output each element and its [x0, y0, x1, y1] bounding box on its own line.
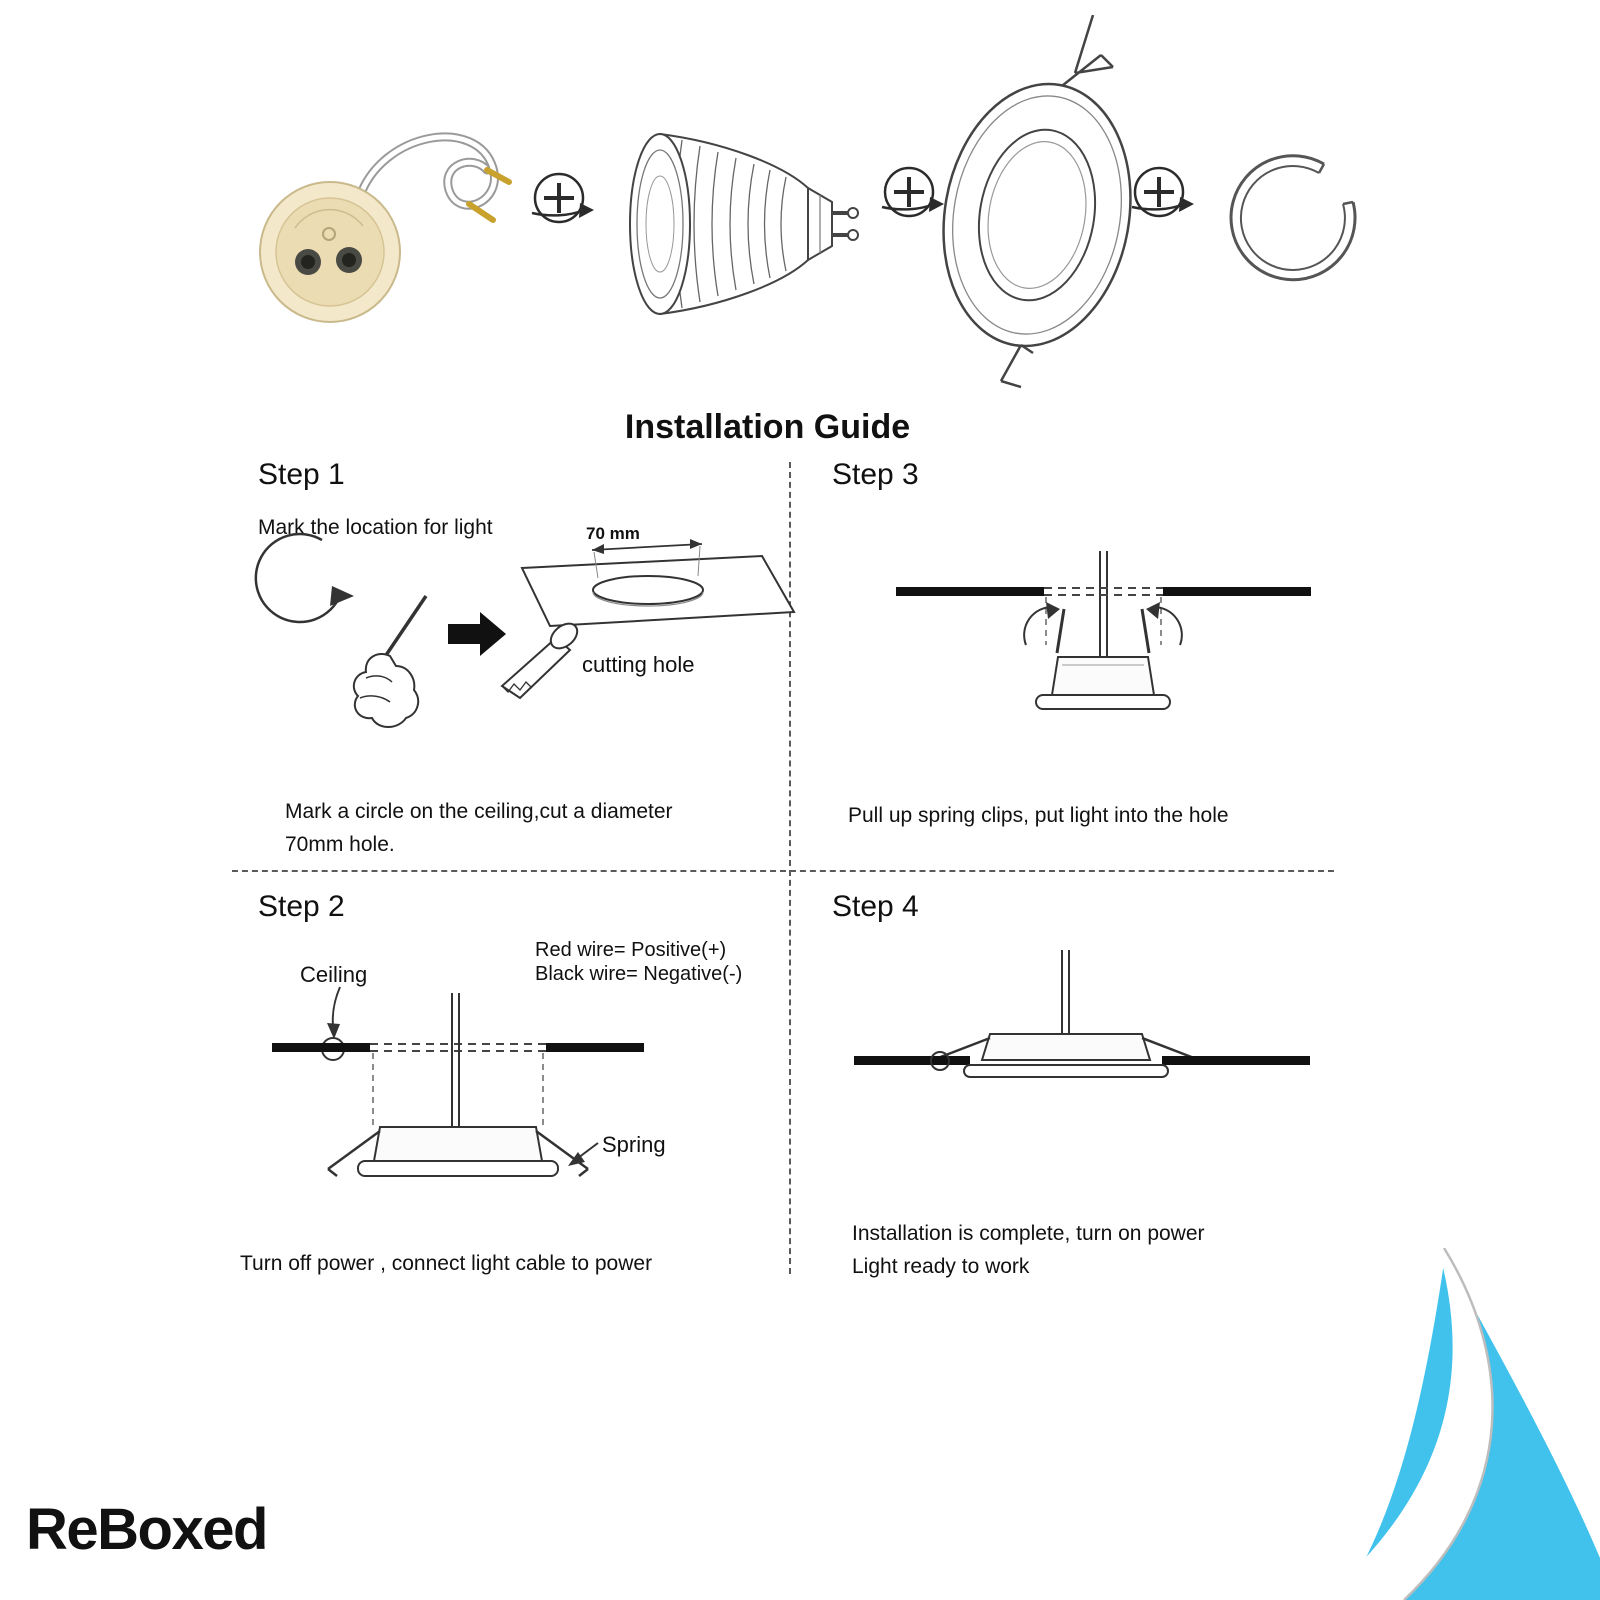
wire-polarity-note: Red wire= Positive(+) Black wire= Negati…: [535, 938, 742, 986]
black-wire-note: Black wire= Negative(-): [535, 963, 743, 985]
step-1-caption: Mark a circle on the ceiling,cut a diame…: [285, 796, 765, 861]
step-1-caption-line2: 70mm hole.: [285, 832, 395, 856]
step-2-title: Step 2: [258, 890, 345, 923]
ceiling-label: Ceiling: [300, 962, 368, 987]
cutting-hole-label: cutting hole: [582, 652, 695, 677]
plus-icon: [1128, 162, 1194, 228]
brand-logo: ReBoxed: [26, 1497, 268, 1562]
gu10-lamp-holder-illustration: [235, 110, 535, 355]
divider-vertical: [789, 462, 791, 1274]
page-title: Installation Guide: [624, 408, 911, 446]
step-4-caption-line1: Installation is complete, turn on power: [852, 1222, 1205, 1245]
led-spotlight-bulb-illustration: [612, 112, 882, 342]
step-4-caption-line2: Light ready to work: [852, 1254, 1030, 1278]
step-1-caption-line1: Mark a circle on the ceiling,cut a diame…: [285, 800, 673, 823]
step-2-diagram: [252, 985, 692, 1235]
step-1-lead: Mark the location for light: [258, 516, 493, 539]
page-curl-graphic: [1312, 1248, 1600, 1600]
plus-icon: [528, 168, 594, 234]
step-3-title: Step 3: [832, 458, 919, 491]
hole-dimension-label: 70 mm: [586, 524, 640, 543]
step-3-caption: Pull up spring clips, put light into the…: [848, 804, 1229, 827]
step-3-diagram: [868, 545, 1338, 780]
step-1-diagram: [240, 528, 800, 798]
red-wire-note: Red wire= Positive(+): [535, 939, 727, 961]
step-4-caption: Installation is complete, turn on power …: [852, 1218, 1322, 1283]
step-2-caption: Turn off power , connect light cable to …: [240, 1252, 653, 1275]
step-1-title: Step 1: [258, 458, 345, 491]
spring-label: Spring: [602, 1132, 666, 1157]
step-4-diagram: [852, 948, 1312, 1088]
step-4-title: Step 4: [832, 890, 919, 923]
divider-horizontal: [232, 870, 1334, 872]
spring-ring-illustration: [1218, 140, 1368, 290]
product-assembly-diagram: [0, 0, 1600, 410]
plus-icon: [878, 162, 944, 228]
downlight-fixture-illustration: [925, 15, 1165, 395]
